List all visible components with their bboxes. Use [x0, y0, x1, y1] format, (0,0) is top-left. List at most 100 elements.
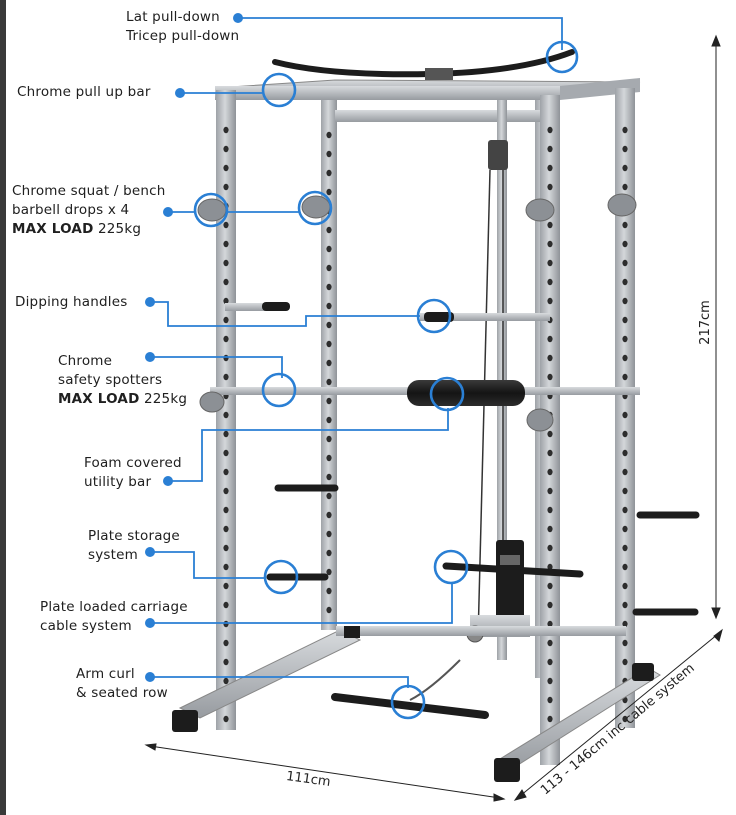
callout-dots	[145, 13, 243, 682]
post-hole	[326, 378, 332, 386]
post-hole	[547, 696, 553, 704]
post-hole	[326, 131, 332, 139]
post-hole	[622, 487, 628, 495]
post-hole	[622, 430, 628, 438]
post-hole	[622, 240, 628, 248]
post-hole	[223, 601, 229, 609]
label-plate-storage: Plate storage system	[88, 528, 180, 563]
post-hole	[547, 601, 553, 609]
post-hole	[326, 568, 332, 576]
post-hole	[622, 259, 628, 267]
post-hole	[223, 544, 229, 552]
post-hole	[326, 150, 332, 158]
top-frame	[214, 78, 641, 122]
post-hole	[547, 164, 553, 172]
post-hole	[547, 373, 553, 381]
post-hole	[223, 126, 229, 134]
post-hole	[622, 658, 628, 666]
barbell-drops	[197, 193, 637, 222]
post-hole	[326, 359, 332, 367]
post-hole	[622, 601, 628, 609]
post-hole	[326, 245, 332, 253]
post-hole	[326, 302, 332, 310]
left-edge-bar	[0, 0, 6, 815]
foam-utility-bar	[407, 380, 525, 406]
post-hole	[547, 677, 553, 685]
post-hole	[223, 430, 229, 438]
callout-circles	[193, 40, 579, 720]
post-hole	[547, 525, 553, 533]
post-hole	[622, 639, 628, 647]
arm-curl-bar	[331, 659, 489, 719]
post-hole	[223, 316, 229, 324]
dimension-height: 217cm	[697, 300, 713, 345]
post-hole	[622, 221, 628, 229]
post-hole	[622, 297, 628, 305]
post-hole	[622, 411, 628, 419]
front-posts	[216, 88, 635, 765]
post-hole	[547, 620, 553, 628]
post-hole	[326, 454, 332, 462]
post-hole	[223, 411, 229, 419]
post-hole	[326, 416, 332, 424]
post-hole	[547, 449, 553, 457]
post-hole	[547, 658, 553, 666]
post-hole	[547, 468, 553, 476]
post-hole	[547, 259, 553, 267]
post-hole	[326, 188, 332, 196]
post-hole	[622, 126, 628, 134]
post-hole	[326, 264, 332, 272]
post-hole	[547, 544, 553, 552]
dimension-lines	[144, 34, 723, 802]
callout-leaders	[150, 17, 563, 688]
post-hole	[223, 487, 229, 495]
post-hole	[622, 354, 628, 362]
post-hole	[326, 492, 332, 500]
post-hole	[547, 297, 553, 305]
post-hole	[223, 145, 229, 153]
post-hole	[223, 677, 229, 685]
post-hole	[547, 506, 553, 514]
post-hole	[223, 506, 229, 514]
post-hole	[622, 278, 628, 286]
post-hole	[223, 715, 229, 723]
post-hole	[326, 549, 332, 557]
base-frame	[172, 626, 661, 782]
post-hole	[622, 449, 628, 457]
plate-storage-pegs	[266, 484, 700, 616]
post-hole	[326, 397, 332, 405]
post-hole	[622, 620, 628, 628]
post-hole	[223, 164, 229, 172]
post-hole	[223, 658, 229, 666]
post-hole	[547, 563, 553, 571]
post-hole	[326, 473, 332, 481]
post-hole	[326, 606, 332, 614]
post-hole	[223, 221, 229, 229]
post-hole	[223, 183, 229, 191]
post-hole	[622, 563, 628, 571]
post-hole	[622, 544, 628, 552]
post-hole	[622, 373, 628, 381]
post-hole	[622, 183, 628, 191]
post-hole	[326, 226, 332, 234]
post-hole	[223, 525, 229, 533]
post-hole	[326, 340, 332, 348]
post-hole	[547, 487, 553, 495]
post-hole	[622, 316, 628, 324]
post-hole	[622, 506, 628, 514]
label-foam-utility-bar: Foam covered utility bar	[84, 455, 182, 490]
post-hole	[326, 283, 332, 291]
post-hole	[622, 164, 628, 172]
post-hole	[223, 373, 229, 381]
post-hole	[223, 259, 229, 267]
label-lat-pulldown: Lat pull-down Tricep pull-down	[126, 9, 240, 44]
post-hole	[547, 145, 553, 153]
post-hole	[223, 563, 229, 571]
post-hole	[223, 449, 229, 457]
post-hole	[223, 240, 229, 248]
label-arm-curl: Arm curl & seated row	[76, 666, 168, 701]
post-hole	[547, 126, 553, 134]
label-cable-system: Plate loaded carriage cable system	[40, 599, 188, 634]
